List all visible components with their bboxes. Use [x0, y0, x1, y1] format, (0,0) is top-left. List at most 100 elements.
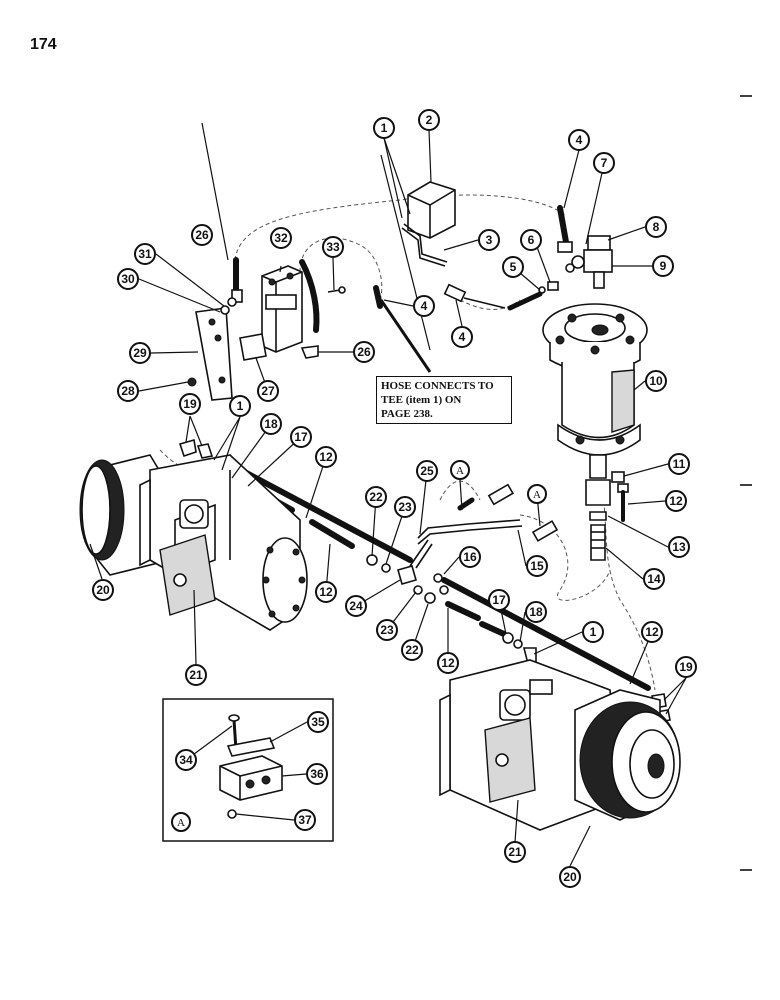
callout-11: 11 [668, 453, 690, 475]
hose-left [231, 257, 243, 303]
callout-1-c: 1 [582, 621, 604, 643]
svg-text:22: 22 [369, 490, 383, 504]
hose-top [557, 205, 573, 253]
callout-36: 36 [306, 763, 328, 785]
callout-14: 14 [643, 568, 665, 590]
callout-23-b: 23 [376, 619, 398, 641]
bolt [617, 483, 629, 522]
svg-text:1: 1 [237, 399, 244, 413]
callout-17-a: 17 [290, 426, 312, 448]
svg-text:21: 21 [189, 668, 203, 682]
svg-text:6: 6 [528, 233, 535, 247]
elbow-fitting [300, 345, 319, 359]
callout-4-low: 4 [451, 326, 473, 348]
nut-washer [187, 297, 237, 387]
callout-30: 30 [117, 268, 139, 290]
callout-12-filter: 12 [665, 490, 687, 512]
svg-text:A: A [177, 817, 185, 829]
callout-24: 24 [345, 595, 367, 617]
callout-17-b: 17 [488, 589, 510, 611]
reservoir [542, 303, 648, 456]
svg-text:15: 15 [530, 559, 544, 573]
svg-text:1: 1 [590, 625, 597, 639]
callout-16: 16 [459, 546, 481, 568]
callout-1: 1 [373, 117, 395, 139]
svg-text:37: 37 [298, 813, 312, 827]
svg-text:4: 4 [459, 330, 466, 344]
callout-22-a: 22 [365, 486, 387, 508]
callout-27: 27 [257, 380, 279, 402]
callout-8: 8 [645, 216, 667, 238]
svg-text:20: 20 [96, 583, 110, 597]
svg-text:5: 5 [510, 260, 517, 274]
note-line-2: TEE (item 1) ON [381, 394, 462, 406]
detail-label-a: A [171, 812, 191, 832]
svg-text:24: 24 [349, 599, 363, 613]
callout-2: 2 [418, 109, 440, 131]
tube [401, 223, 448, 267]
svg-text:23: 23 [398, 500, 412, 514]
svg-text:12: 12 [645, 625, 659, 639]
svg-text:35: 35 [311, 715, 325, 729]
callout-15: 15 [526, 555, 548, 577]
svg-text:22: 22 [405, 643, 419, 657]
callout-9: 9 [652, 255, 674, 277]
ref-label-a-2: A [527, 484, 547, 504]
svg-text:26: 26 [357, 345, 371, 359]
tubes [409, 519, 523, 569]
hose-cylinder [299, 259, 383, 333]
callout-5: 5 [502, 256, 524, 278]
svg-text:19: 19 [183, 397, 197, 411]
svg-text:10: 10 [649, 374, 663, 388]
bolt-small [327, 286, 346, 294]
svg-text:29: 29 [133, 346, 147, 360]
fittings-lower [502, 632, 537, 665]
svg-text:4: 4 [421, 299, 428, 313]
ref-label-a-1: A [450, 460, 470, 480]
svg-text:4: 4 [576, 133, 583, 147]
svg-text:34: 34 [179, 753, 193, 767]
callout-26-b: 26 [353, 341, 375, 363]
svg-text:33: 33 [326, 240, 340, 254]
callout-4-mid: 4 [413, 295, 435, 317]
callout-29: 29 [129, 342, 151, 364]
svg-text:26: 26 [195, 228, 209, 242]
svg-text:9: 9 [660, 259, 667, 273]
callout-23-a: 23 [394, 496, 416, 518]
callout-18-b: 18 [525, 601, 547, 623]
plate [239, 333, 267, 361]
svg-text:18: 18 [529, 605, 543, 619]
callout-32: 32 [270, 227, 292, 249]
callout-1-b: 1 [229, 395, 251, 417]
callout-3: 3 [478, 229, 500, 251]
pump-motor-left [79, 454, 308, 631]
callout-12-b: 12 [315, 581, 337, 603]
svg-text:17: 17 [294, 430, 308, 444]
svg-text:13: 13 [672, 540, 686, 554]
hose-connection-note: HOSE CONNECTS TO TEE (item 1) ON PAGE 23… [376, 376, 512, 424]
callout-7: 7 [593, 152, 615, 174]
callout-20-a: 20 [92, 579, 114, 601]
svg-text:25: 25 [420, 464, 434, 478]
svg-text:23: 23 [380, 623, 394, 637]
svg-text:27: 27 [261, 384, 275, 398]
note-line-3: PAGE 238. [381, 408, 433, 420]
pump-motor-right [439, 659, 681, 831]
callout-22-b: 22 [401, 639, 423, 661]
filter [585, 454, 625, 561]
callout-34: 34 [175, 749, 197, 771]
svg-text:36: 36 [310, 767, 324, 781]
svg-text:A: A [533, 489, 541, 501]
svg-text:A: A [456, 465, 464, 477]
svg-text:20: 20 [563, 870, 577, 884]
svg-text:17: 17 [492, 593, 506, 607]
note-line-1: HOSE CONNECTS TO [381, 380, 494, 392]
svg-text:12: 12 [319, 585, 333, 599]
callout-18-a: 18 [260, 413, 282, 435]
svg-text:28: 28 [121, 384, 135, 398]
callout-6: 6 [520, 229, 542, 251]
callout-10: 10 [645, 370, 667, 392]
check-valve [565, 235, 613, 289]
callout-33: 33 [322, 236, 344, 258]
callout-20-b: 20 [559, 866, 581, 888]
